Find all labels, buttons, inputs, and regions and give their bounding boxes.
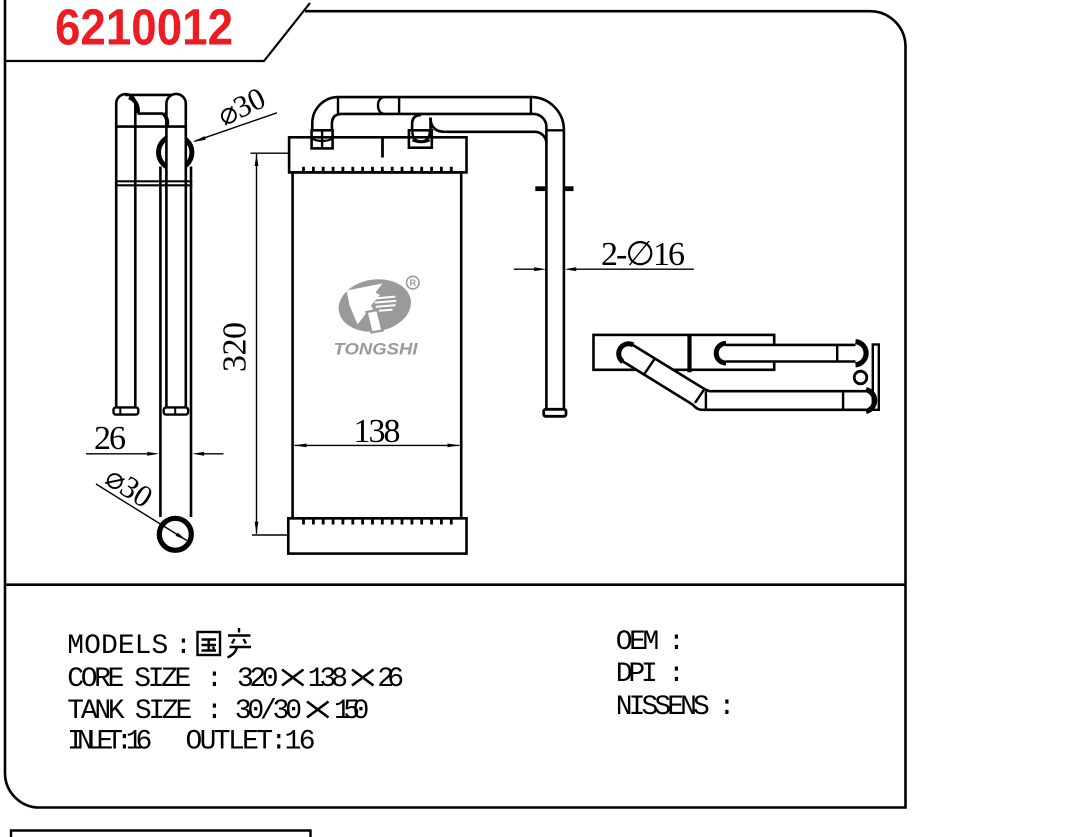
svg-text::: : bbox=[206, 664, 223, 695]
svg-text:TONGSHI: TONGSHI bbox=[334, 340, 419, 359]
svg-text:26: 26 bbox=[377, 664, 404, 695]
svg-text:30/30: 30/30 bbox=[235, 696, 302, 727]
svg-text:NISSENS: NISSENS bbox=[616, 692, 710, 723]
svg-text::: : bbox=[719, 692, 736, 723]
svg-text:2-∅16: 2-∅16 bbox=[601, 236, 685, 273]
svg-text:OEM: OEM bbox=[616, 627, 660, 658]
svg-text::: : bbox=[175, 631, 192, 662]
svg-text:R: R bbox=[410, 278, 417, 288]
svg-text:320: 320 bbox=[217, 322, 254, 372]
svg-text:OUTLET:16: OUTLET:16 bbox=[186, 727, 316, 758]
svg-text:26: 26 bbox=[94, 420, 126, 457]
svg-text:30: 30 bbox=[114, 469, 159, 515]
svg-text:CORE SIZE: CORE SIZE bbox=[67, 664, 191, 695]
svg-text::: : bbox=[206, 696, 223, 727]
svg-text:DPI: DPI bbox=[616, 659, 658, 690]
svg-text:138: 138 bbox=[354, 413, 401, 450]
svg-text:320: 320 bbox=[237, 664, 279, 695]
svg-text:138: 138 bbox=[308, 664, 348, 695]
svg-text:INLET:16: INLET:16 bbox=[67, 727, 152, 758]
svg-text:MODELS: MODELS bbox=[67, 631, 168, 662]
svg-text::: : bbox=[668, 659, 685, 690]
svg-text:6210012: 6210012 bbox=[55, 0, 233, 56]
svg-text::: : bbox=[668, 627, 685, 658]
svg-text:150: 150 bbox=[334, 696, 369, 727]
svg-text:TANK SIZE: TANK SIZE bbox=[67, 696, 192, 727]
svg-text:30: 30 bbox=[228, 80, 271, 125]
